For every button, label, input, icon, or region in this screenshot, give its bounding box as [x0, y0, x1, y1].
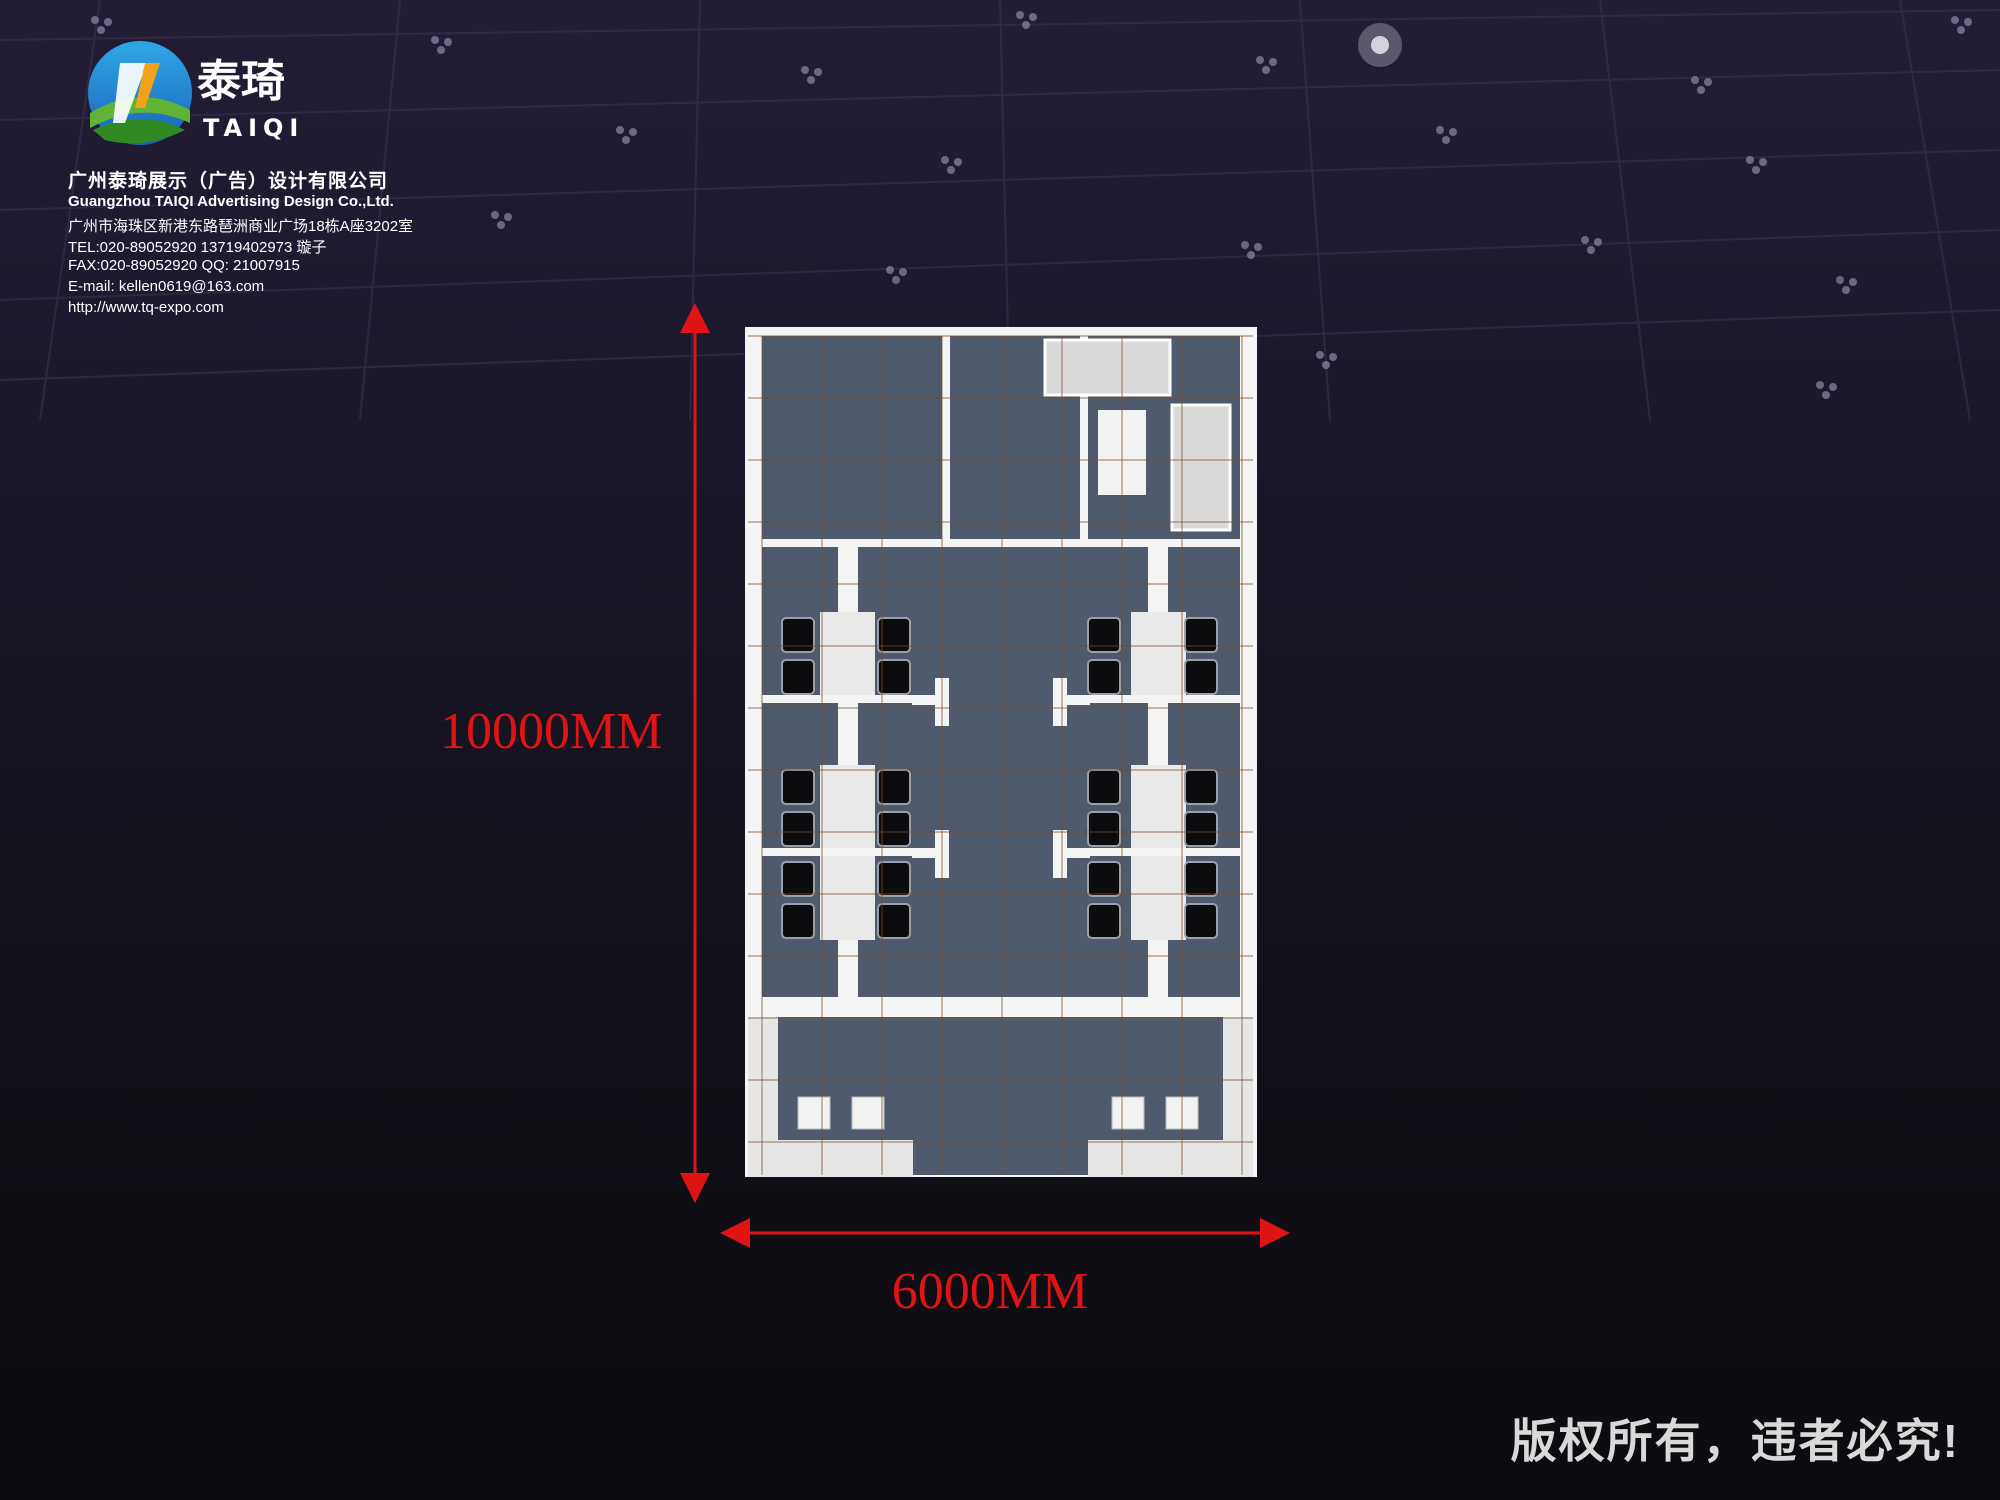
office-chair	[1087, 903, 1121, 939]
storage-room-left	[762, 336, 942, 539]
logo-chinese-text: 泰琦	[197, 56, 285, 107]
office-chair	[781, 659, 815, 695]
width-dimension-label: 6000MM	[891, 1263, 1089, 1320]
office-chair	[1087, 811, 1121, 847]
office-chair	[781, 903, 815, 939]
office-chair	[1184, 811, 1218, 847]
copyright-notice: 版权所有，违者必究!	[1510, 1415, 1960, 1467]
desk-stub-right-2-bar	[1053, 848, 1090, 858]
desk-row-left-upper	[762, 695, 912, 703]
office-chair	[1184, 659, 1218, 695]
desk-island-right-upper	[1131, 612, 1186, 697]
company-name-english: Guangzhou TAIQI Advertising Design Co.,L…	[68, 193, 394, 210]
floor-tile-grid	[748, 335, 1253, 1175]
office-chairs	[781, 617, 1218, 939]
company-info: 广州泰琦展示（广告）设计有限公司 Guangzhou TAIQI Adverti…	[68, 166, 413, 320]
office-chair	[877, 811, 911, 847]
reception-stool-2	[851, 1096, 885, 1130]
company-website: http://www.tq-expo.com	[68, 299, 224, 316]
office-chair	[877, 659, 911, 695]
sofa-right	[1170, 403, 1232, 532]
office-chair	[877, 861, 911, 897]
desk-row-left-lower	[762, 848, 912, 856]
display-cabinet-left	[748, 1140, 913, 1177]
company-email: E-mail: kellen0619@163.com	[68, 278, 265, 295]
height-dimension-label: 10000MM	[440, 703, 663, 760]
desk-island-left-upper	[820, 612, 875, 697]
office-chair	[1184, 861, 1218, 897]
company-logo: 泰琦 TAIQI	[85, 38, 315, 148]
office-chair	[1087, 861, 1121, 897]
office-chair	[781, 769, 815, 805]
office-chair	[781, 811, 815, 847]
office-chair	[877, 617, 911, 653]
office-chair	[1087, 769, 1121, 805]
reception-stool-3	[1111, 1096, 1145, 1130]
display-cabinet-right	[1088, 1140, 1253, 1177]
company-fax-qq: FAX:020-89052920 QQ: 21007915	[68, 257, 300, 274]
desk-row-right-upper	[1090, 695, 1240, 703]
office-chair	[1184, 769, 1218, 805]
desk-row-right-lower	[1090, 848, 1240, 856]
logo-english-text: TAIQI	[203, 114, 304, 142]
office-chair	[877, 903, 911, 939]
company-address: 广州市海珠区新港东路琶洲商业广场18栋A座3202室	[68, 218, 414, 235]
company-telephone: TEL:020-89052920 13719402973 璇子	[68, 239, 327, 256]
office-chair	[1087, 659, 1121, 695]
office-chair	[1184, 903, 1218, 939]
office-chair	[781, 861, 815, 897]
office-chair	[781, 617, 815, 653]
office-chair	[1087, 617, 1121, 653]
desk-stub-left-2-bar	[912, 848, 949, 858]
company-name-chinese: 广州泰琦展示（广告）设计有限公司	[68, 171, 389, 192]
sofa-top	[1043, 338, 1172, 397]
reception-stool-1	[797, 1096, 831, 1130]
office-chair	[1184, 617, 1218, 653]
office-chair	[877, 769, 911, 805]
logo-emblem-icon: 泰琦 TAIQI	[88, 41, 304, 145]
desk-stub-right-1-bar	[1053, 695, 1090, 705]
desk-stub-left-1-bar	[912, 695, 949, 705]
